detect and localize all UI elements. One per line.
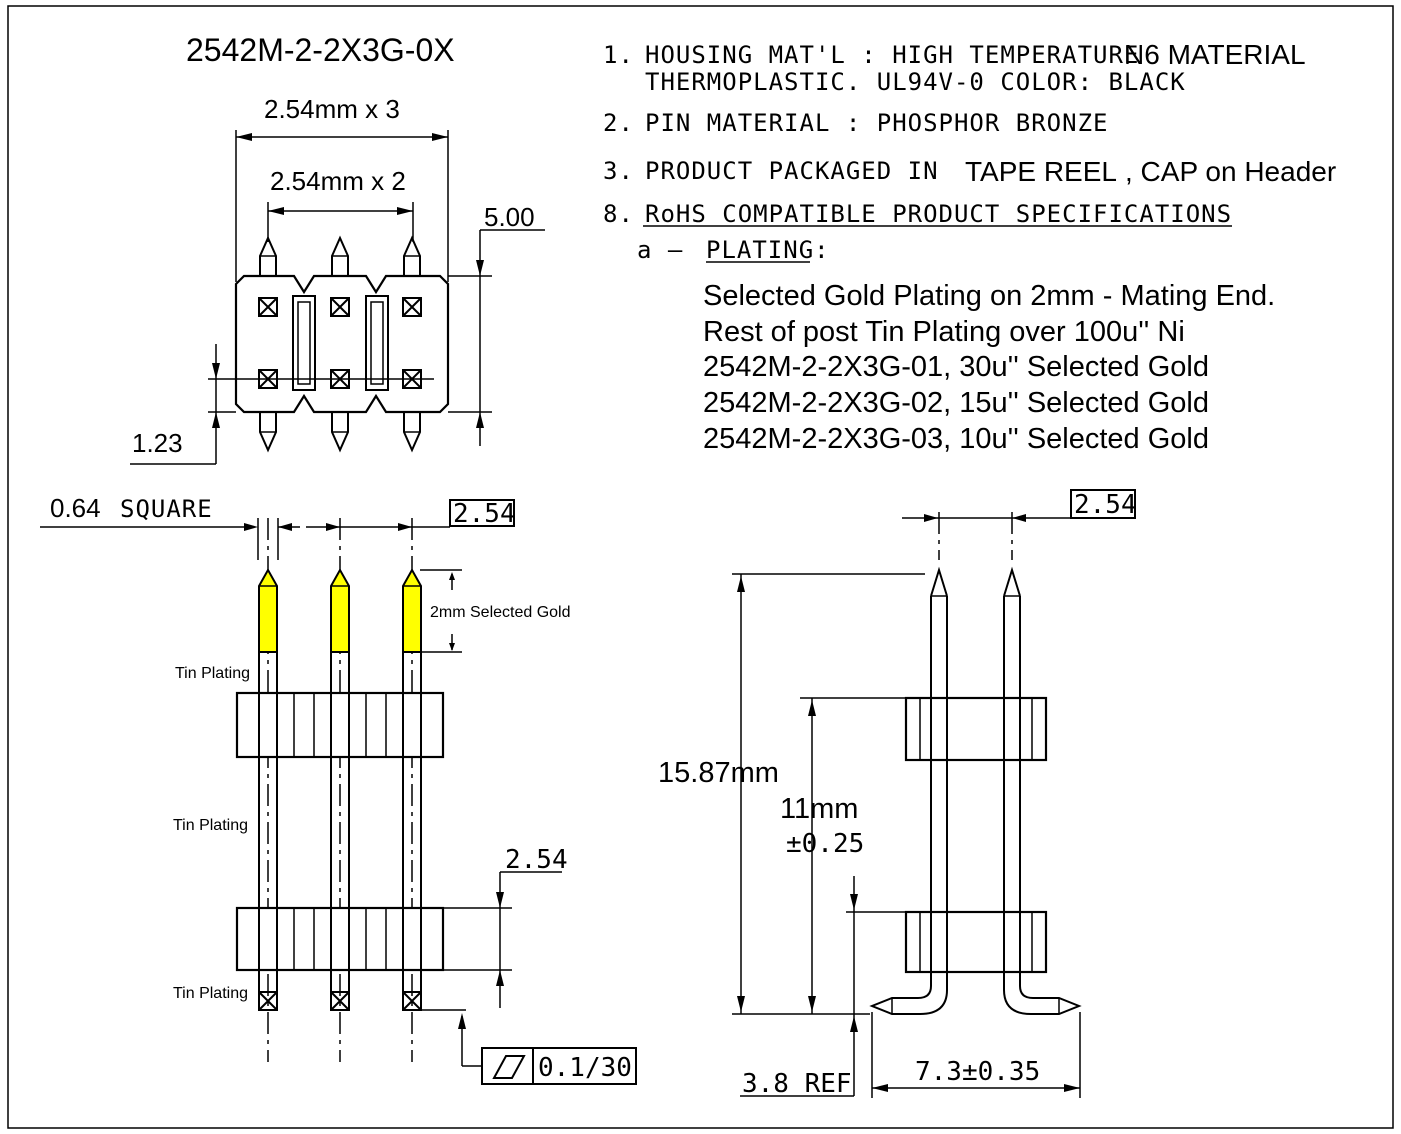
note-3-tape-reel: TAPE REEL: [965, 156, 1117, 187]
dim-height-500: 5.00: [484, 202, 535, 232]
dim-side-pitch: 2.54: [1074, 490, 1137, 520]
plating-prefix: a —: [637, 236, 683, 264]
note-3-text: PRODUCT PACKAGED IN: [645, 157, 939, 185]
note-1-line2: THERMOPLASTIC. UL94V-0 COLOR: BLACK: [645, 68, 1186, 96]
drawing-frame: [7, 5, 1394, 1129]
label-tin-plating-3: Tin Plating: [173, 985, 248, 1002]
label-tin-plating-2: Tin Plating: [173, 817, 248, 834]
dim-post-tolerance: ±0.25: [786, 829, 864, 859]
plating-label: PLATING:: [706, 236, 830, 264]
note-3-number: 3.: [603, 157, 634, 185]
dim-front-pitch: 2.54: [453, 499, 516, 529]
note-8-text: RoHS COMPATIBLE PRODUCT SPECIFICATIONS: [645, 200, 1232, 228]
dim-width-2: 2.54mm x 2: [270, 166, 406, 196]
dim-total-length: 15.87mm: [658, 757, 779, 789]
front-view: 0.64 SQUARE 2.54: [40, 493, 637, 1085]
dim-width-3: 2.54mm x 3: [264, 94, 400, 124]
label-tin-plating-1: Tin Plating: [175, 665, 250, 682]
dim-pin-square-unit: SQUARE: [120, 495, 213, 523]
note-2-text: PIN MATERIAL : PHOSPHOR BRONZE: [645, 109, 1108, 137]
part-number-title: 2542M-2-2X3G-0X: [186, 32, 455, 68]
flatness-tolerance: 0.1/30: [538, 1053, 632, 1083]
dim-offset-123: 1.23: [132, 428, 183, 458]
dim-foot-span: 7.3±0.35: [915, 1057, 1040, 1087]
note-3-cap: , CAP on Header: [1125, 156, 1336, 187]
plating-line-4: 2542M-2-2X3G-02, 15u'' Selected Gold: [703, 387, 1209, 419]
top-view: 2.54mm x 3 2.54mm x 2: [130, 94, 545, 465]
plating-line-2: Rest of post Tin Plating over 100u'' Ni: [703, 316, 1185, 348]
note-1-material: N6 MATERIAL: [1124, 39, 1306, 70]
note-1-text: HOUSING MAT'L : HIGH TEMPERATURE: [645, 41, 1139, 69]
note-1-number: 1.: [603, 41, 634, 69]
plating-line-5: 2542M-2-2X3G-03, 10u'' Selected Gold: [703, 423, 1209, 455]
plating-line-1: Selected Gold Plating on 2mm - Mating En…: [703, 280, 1275, 312]
dim-ref: 3.8 REF: [742, 1069, 852, 1099]
plating-line-3: 2542M-2-2X3G-01, 30u'' Selected Gold: [703, 351, 1209, 383]
dim-post-length: 11mm: [780, 793, 858, 825]
note-2-number: 2.: [603, 109, 634, 137]
dim-gold-length: 2mm Selected Gold: [430, 604, 571, 621]
dim-housing-height: 2.54: [505, 845, 568, 875]
notes-block: 1. HOUSING MAT'L : HIGH TEMPERATURE N6 M…: [603, 39, 1336, 455]
side-view: 2.54 15.87mm: [658, 489, 1137, 1099]
note-8-number: 8.: [603, 200, 634, 228]
dim-pin-square-value: 0.64: [50, 493, 101, 523]
